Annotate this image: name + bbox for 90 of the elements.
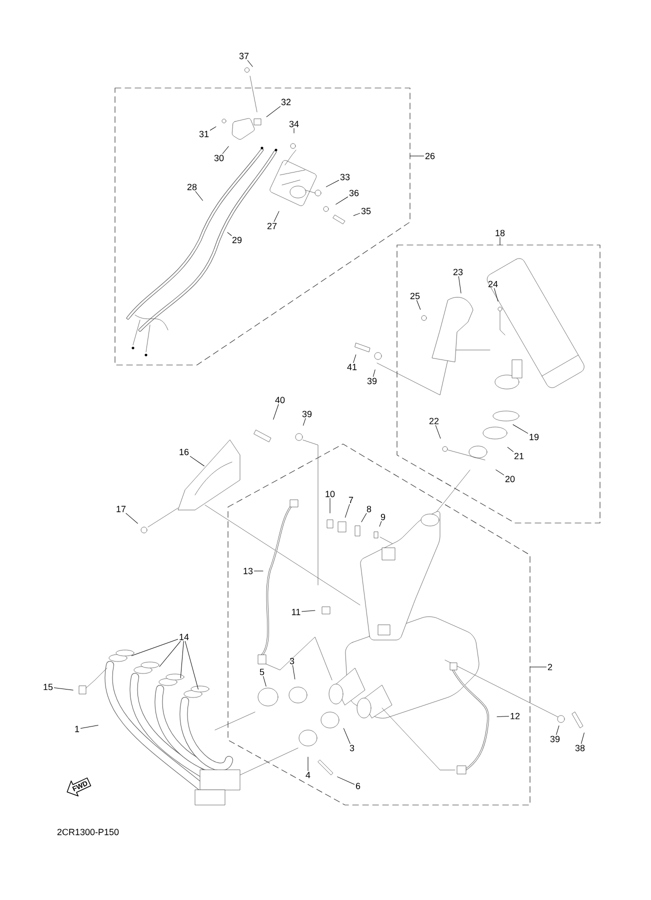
- callout-number: 11: [292, 608, 300, 616]
- callout-number: 19: [530, 434, 539, 440]
- callout-number: 32: [281, 98, 291, 106]
- leader-line: [54, 688, 74, 690]
- group-outline: [228, 444, 530, 806]
- callout-number: 36: [349, 190, 359, 196]
- leader-line: [326, 180, 340, 188]
- callout-number: 39: [302, 410, 312, 418]
- leader-line: [263, 676, 266, 687]
- callout-number: 10: [326, 490, 335, 498]
- callout-number: 2: [548, 664, 552, 670]
- leader-line: [353, 213, 360, 216]
- callout-number: 40: [275, 396, 285, 404]
- callout-number: 34: [289, 120, 299, 128]
- drawing-code: 2CR1300-P150: [57, 828, 119, 836]
- leader-line: [180, 641, 184, 678]
- callout-number: 20: [505, 476, 515, 482]
- leader-line: [507, 447, 514, 452]
- leader-line: [496, 470, 504, 476]
- leader-line: [336, 196, 348, 205]
- leader-line: [416, 300, 421, 310]
- leader-line: [302, 418, 306, 426]
- callout-number: 31: [199, 130, 209, 138]
- leader-line: [458, 276, 462, 294]
- leader-line: [159, 641, 181, 667]
- callout-number: 13: [244, 568, 253, 574]
- leader-line: [80, 724, 98, 729]
- leader-line: [344, 504, 350, 518]
- callout-number: 29: [232, 236, 242, 244]
- leader-line: [556, 725, 560, 735]
- leader-line: [195, 191, 203, 201]
- leader-line: [379, 521, 382, 527]
- callout-number: 16: [180, 448, 189, 456]
- leader-line: [337, 776, 355, 785]
- callout-number: 38: [575, 744, 585, 752]
- leader-line: [266, 106, 280, 118]
- callout-number: 28: [187, 184, 197, 190]
- leader-line: [372, 369, 376, 377]
- callout-number: 7: [348, 496, 354, 504]
- callout-number: 27: [267, 222, 277, 230]
- callout-number: 17: [116, 506, 126, 512]
- group-outline: [396, 244, 600, 524]
- callout-number: 39: [550, 736, 560, 742]
- leader-line: [494, 288, 498, 302]
- callout-number: 3: [350, 744, 354, 752]
- callout-number: 3: [290, 658, 294, 664]
- leader-line: [274, 211, 280, 222]
- callout-number: 25: [410, 292, 420, 300]
- callout-number: 6: [356, 782, 360, 790]
- callout-number: 39: [367, 378, 377, 384]
- leader-line: [222, 146, 229, 154]
- callout-number: 26: [425, 152, 435, 160]
- callout-number: 18: [496, 230, 505, 236]
- callout-number: 5: [260, 668, 264, 676]
- group-outline: [114, 88, 410, 366]
- callout-number: 23: [453, 268, 463, 276]
- leader-line: [435, 425, 441, 439]
- leader-line: [210, 126, 216, 130]
- leader-line: [302, 610, 316, 612]
- callout-number: 9: [380, 514, 386, 520]
- leader-line: [126, 513, 138, 524]
- leader-line: [512, 424, 528, 434]
- leader-line: [292, 665, 296, 680]
- leader-line: [580, 732, 584, 744]
- callout-number: 37: [239, 52, 249, 60]
- callout-number: 12: [510, 712, 520, 720]
- leader-line: [361, 513, 367, 522]
- callout-number: 30: [214, 154, 224, 162]
- leader-line: [247, 60, 253, 67]
- callout-number: 4: [306, 772, 310, 778]
- callout-number: 24: [488, 280, 498, 288]
- callout-number: 8: [366, 506, 372, 512]
- leader-line: [273, 404, 279, 420]
- leader-line: [227, 232, 232, 236]
- callout-number: 35: [361, 208, 371, 214]
- leader-line: [254, 570, 264, 572]
- leader-line: [353, 354, 356, 363]
- callout-number: 22: [429, 418, 439, 424]
- callout-number: 21: [514, 452, 524, 460]
- leader-line: [184, 641, 198, 690]
- leader-line: [131, 638, 178, 656]
- leader-line: [343, 728, 350, 744]
- callout-number: 1: [75, 726, 80, 732]
- callout-number: 15: [44, 684, 53, 690]
- leader-line: [530, 666, 547, 668]
- leader-line: [190, 456, 204, 466]
- leader-line: [496, 716, 510, 717]
- callout-number: 14: [180, 634, 189, 640]
- callout-number: 41: [347, 364, 357, 370]
- callout-number: 33: [340, 174, 350, 180]
